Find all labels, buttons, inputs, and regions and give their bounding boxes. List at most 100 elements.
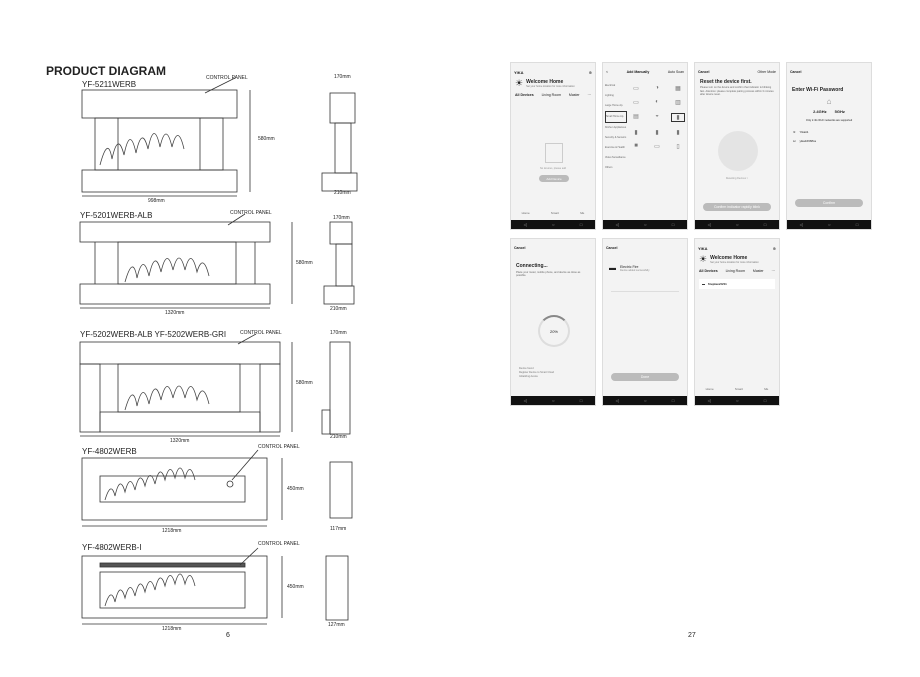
device-icon[interactable]: ▭ <box>633 100 639 106</box>
model-name: YF-4802WERB-I <box>82 543 142 552</box>
tab-more[interactable]: ··· <box>771 269 775 273</box>
home-icon[interactable]: ○ <box>552 398 555 403</box>
add-device-button[interactable]: Add Device <box>539 175 569 182</box>
recents-icon[interactable]: □ <box>579 222 583 227</box>
device-grid: ▭ ◑ ▦ ▭ ◐ ▥ ▤ ◒ ▮ ▮ ▮ ▮ ■ ▭ ▯ <box>629 85 685 150</box>
category-item[interactable]: Electrical <box>605 84 616 87</box>
height-dimension: 450mm <box>287 486 304 492</box>
recents-icon[interactable]: □ <box>763 222 767 227</box>
device-icon[interactable]: ◐ <box>655 99 659 105</box>
device-icon[interactable]: ▭ <box>654 144 660 150</box>
cancel-button[interactable]: Cancel <box>698 70 710 74</box>
password-field[interactable]: ⊟yika1666ffss <box>793 139 817 143</box>
sun-icon: ☀ <box>699 254 708 264</box>
tab-master[interactable]: Master <box>568 93 580 97</box>
cancel-button[interactable]: Cancel <box>790 70 802 74</box>
width-dimension: 1320mm <box>165 310 185 316</box>
device-icon[interactable]: ▮ <box>671 113 685 122</box>
recents-icon[interactable]: □ <box>579 398 583 403</box>
category-item[interactable]: Video Surveillance <box>605 156 626 159</box>
home-icon[interactable]: ○ <box>644 222 647 227</box>
category-item[interactable]: Large Home Ap. <box>605 104 624 107</box>
home-icon[interactable]: ○ <box>736 398 739 403</box>
recents-icon[interactable]: □ <box>763 398 767 403</box>
other-mode-button[interactable]: Other Mode <box>757 70 776 74</box>
recents-icon[interactable]: □ <box>671 398 675 403</box>
done-button[interactable]: Done <box>611 373 679 381</box>
category-item[interactable]: Lighting <box>605 94 614 97</box>
page-number: 27 <box>688 632 696 639</box>
wifi-note: Only 2.4G Wi-Fi networks are supported <box>805 119 853 122</box>
tab-more[interactable]: ··· <box>587 93 591 97</box>
home-icon[interactable]: ○ <box>644 398 647 403</box>
tab-living-room[interactable]: Living Room <box>725 269 746 273</box>
device-icon[interactable]: ▤ <box>633 114 639 120</box>
wifi-router-icon: ⌂ <box>826 97 832 106</box>
nav-smart[interactable]: Smart <box>550 211 559 215</box>
back-icon[interactable]: ◁ <box>799 222 803 227</box>
nav-me[interactable]: Me <box>764 387 769 391</box>
device-icon[interactable]: ▭ <box>633 86 639 92</box>
cancel-button[interactable]: Cancel <box>606 246 618 250</box>
depth-bottom-dimension: 210mm <box>330 306 347 312</box>
back-button[interactable]: < <box>606 70 609 74</box>
device-icon[interactable]: ▮ <box>676 130 680 136</box>
home-icon[interactable]: ○ <box>828 222 831 227</box>
auto-scan-tab[interactable]: Auto Scan <box>667 70 684 74</box>
welcome-title: Welcome Home <box>526 79 564 85</box>
device-icon[interactable]: ▯ <box>676 144 680 150</box>
control-panel-label: CONTROL PANEL <box>258 444 300 450</box>
device-icon[interactable]: ◒ <box>655 113 659 119</box>
user-menu[interactable]: YIKA <box>698 246 708 251</box>
device-card[interactable]: ▬ fireplace5211 <box>699 279 775 289</box>
resetting-devices-link[interactable]: Resetting Devices > <box>725 177 749 180</box>
back-icon[interactable]: ◁ <box>615 222 619 227</box>
tab-all-devices[interactable]: All Devices <box>699 269 718 273</box>
width-dimension: 998mm <box>148 198 165 204</box>
confirm-button[interactable]: Confirm <box>795 199 863 207</box>
ssid-field[interactable]: ≋Yikait1 <box>793 130 809 134</box>
user-menu[interactable]: YIKA <box>514 70 524 75</box>
category-item[interactable]: Security & Sensors <box>605 136 627 139</box>
category-item[interactable]: Exercise & Health <box>605 146 625 149</box>
home-icon[interactable]: ○ <box>552 222 555 227</box>
confirm-blink-button[interactable]: Confirm indicator rapidly blink <box>703 203 771 211</box>
device-icon[interactable]: ▮ <box>634 130 638 136</box>
tab-all-devices[interactable]: All Devices <box>515 93 534 97</box>
wifi-heading: Enter Wi-Fi Password <box>792 87 844 93</box>
welcome-subtitle: Set your home location for more informat… <box>526 85 575 88</box>
recents-icon[interactable]: □ <box>671 222 675 227</box>
category-item[interactable]: Kitchen Appliances <box>605 126 627 129</box>
base-1 <box>81 169 238 193</box>
control-panel-label: CONTROL PANEL <box>258 541 300 547</box>
height-dimension: 580mm <box>296 380 313 386</box>
cancel-button[interactable]: Cancel <box>514 246 526 250</box>
back-icon[interactable]: ◁ <box>707 222 711 227</box>
nav-home[interactable]: Home <box>705 387 714 391</box>
home-icon[interactable]: ○ <box>736 222 739 227</box>
tab-living-room[interactable]: Living Room <box>541 93 562 97</box>
category-item[interactable]: Small Home Ap. <box>605 111 627 123</box>
height-dimension: 580mm <box>258 136 275 142</box>
nav-home[interactable]: Home <box>521 211 530 215</box>
device-icon[interactable]: ■ <box>634 143 638 149</box>
device-icon[interactable]: ◑ <box>655 85 659 91</box>
recents-icon[interactable]: □ <box>855 222 859 227</box>
device-icon[interactable]: ▥ <box>675 100 681 106</box>
tab-master[interactable]: Master <box>752 269 764 273</box>
back-icon[interactable]: ◁ <box>523 222 527 227</box>
device-icon[interactable]: ▮ <box>655 130 659 136</box>
back-icon[interactable]: ◁ <box>615 398 619 403</box>
back-icon[interactable]: ◁ <box>707 398 711 403</box>
right-page: YIKA ⊕ ☀ Welcome Home Set your home loca… <box>460 0 920 677</box>
category-item[interactable]: Others <box>605 166 613 169</box>
add-icon[interactable]: ⊕ <box>588 70 592 75</box>
add-icon[interactable]: ⊕ <box>772 246 776 251</box>
wifi-icon: ≋ <box>793 130 796 134</box>
back-icon[interactable]: ◁ <box>523 398 527 403</box>
progress-ring: 20% <box>538 315 570 347</box>
nav-smart[interactable]: Smart <box>734 387 743 391</box>
depth-dimension: 127mm <box>328 622 345 628</box>
device-icon[interactable]: ▦ <box>675 86 681 92</box>
nav-me[interactable]: Me <box>580 211 585 215</box>
